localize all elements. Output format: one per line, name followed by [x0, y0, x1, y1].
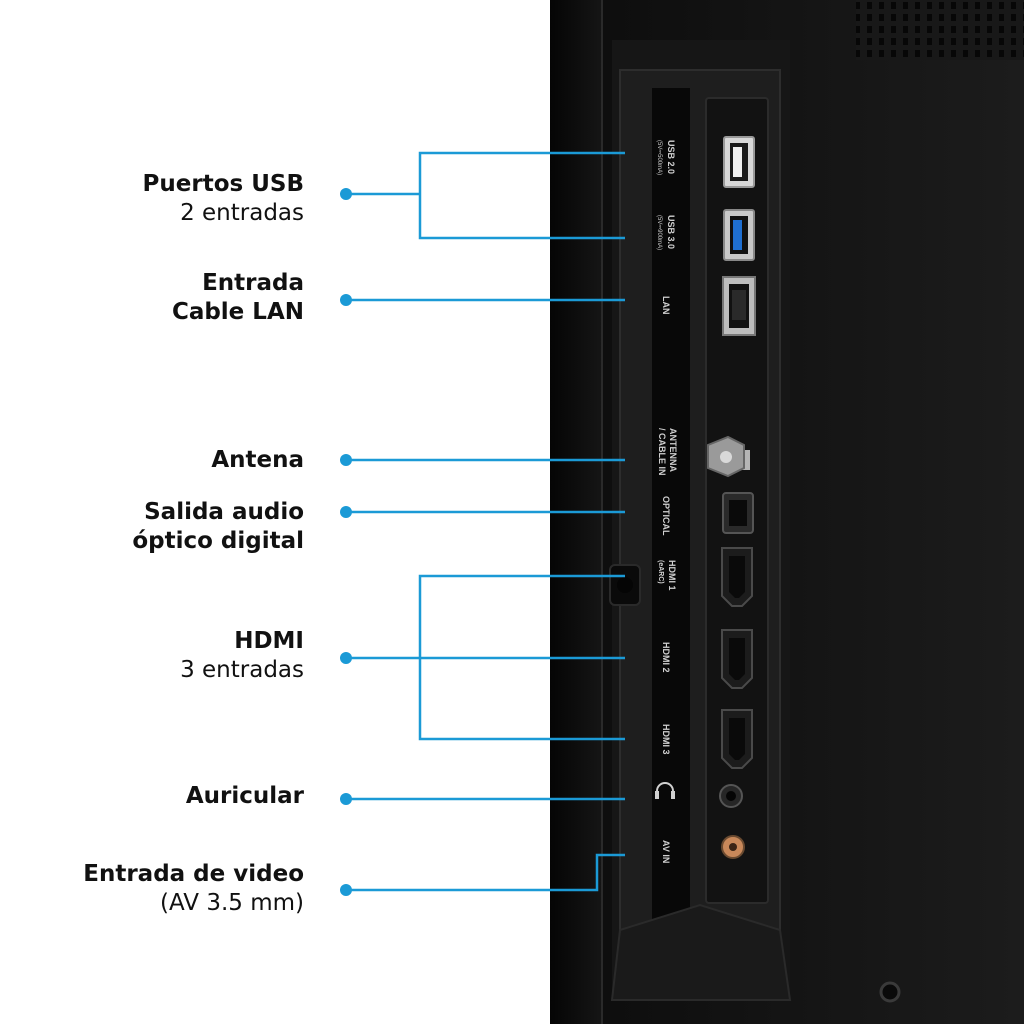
panel-label-hdmi3: HDMI 3	[661, 724, 671, 755]
av-dot	[340, 884, 352, 896]
av-leader-line	[346, 853, 625, 892]
callout-optical-title: Salida audio	[144, 499, 304, 525]
panel-label-usb2: USB 2.0	[666, 140, 676, 174]
av-in-jack	[721, 835, 745, 859]
panel-label-hdmi1-arc: (eARC)	[657, 560, 664, 584]
vent-grille	[856, 0, 1024, 60]
screw	[879, 981, 901, 1003]
antenna-connector	[707, 435, 750, 478]
hdmi2-port	[721, 629, 753, 689]
callout-av-title: Entrada de video	[83, 861, 304, 887]
headphone-jack	[719, 784, 743, 808]
usb3-port	[723, 209, 755, 261]
panel-label-hdmi2: HDMI 2	[661, 642, 671, 673]
callout-usb: Puertos USB 2 entradas	[143, 170, 304, 228]
panel-label-lan: LAN	[661, 296, 671, 315]
usb-bracket-line	[418, 151, 625, 240]
hdmi-dot	[340, 652, 352, 664]
callout-headphone: Auricular	[186, 782, 304, 811]
panel-label-usb3: USB 3.0	[666, 215, 676, 249]
headphone-dot	[340, 793, 352, 805]
hdmi3-port	[721, 709, 753, 769]
panel-label-av-in: AV IN	[661, 840, 671, 863]
callout-hdmi: HDMI 3 entradas	[180, 627, 304, 685]
callout-hdmi-subtitle: 3 entradas	[180, 657, 304, 683]
hdmi1-port	[721, 547, 753, 607]
headphone-icon	[655, 782, 675, 799]
panel-label-cable-in: / CABLE IN	[657, 428, 667, 476]
panel-label-usb3-spec: (5V⎓900mA)	[656, 215, 662, 250]
panel-label-optical: OPTICAL	[661, 496, 671, 536]
lan-dot	[340, 294, 352, 306]
callout-lan-title: Entrada	[202, 270, 304, 296]
callout-av: Entrada de video (AV 3.5 mm)	[83, 860, 304, 918]
callout-optical-subtitle: óptico digital	[132, 528, 304, 554]
callout-lan: Entrada Cable LAN	[172, 269, 304, 327]
callout-usb-title: Puertos USB	[142, 171, 304, 197]
callout-headphone-title: Auricular	[185, 783, 304, 809]
lan-port	[722, 276, 756, 336]
callout-optical: Salida audio óptico digital	[132, 498, 304, 556]
optical-dot	[340, 506, 352, 518]
optical-port	[722, 492, 754, 534]
usb2-port	[723, 136, 755, 188]
callout-hdmi-title: HDMI	[234, 628, 304, 654]
panel-label-hdmi1: HDMI 1	[667, 560, 677, 591]
label-strip	[652, 88, 690, 930]
callout-lan-subtitle: Cable LAN	[171, 299, 304, 325]
callout-antenna: Antena	[211, 446, 304, 475]
panel-label-antenna: ANTENNA	[668, 428, 678, 472]
usb-dot	[340, 188, 352, 200]
antenna-dot	[340, 454, 352, 466]
callout-usb-subtitle: 2 entradas	[180, 200, 304, 226]
panel-label-usb2-spec: (5V⎓500mA)	[656, 140, 662, 175]
callout-av-subtitle: (AV 3.5 mm)	[160, 890, 304, 916]
callout-antenna-title: Antena	[211, 447, 304, 473]
